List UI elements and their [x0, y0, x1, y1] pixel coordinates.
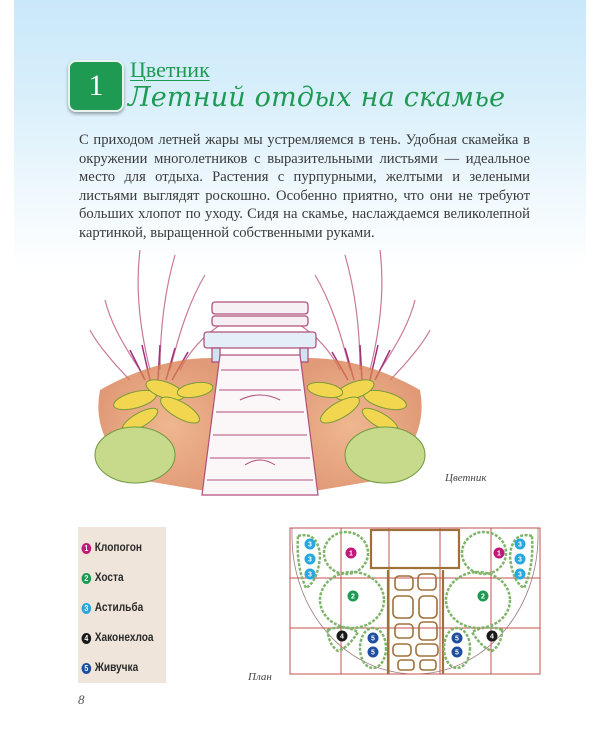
legend-label: Хаконехлоа — [94, 632, 154, 644]
illustration-caption: Цветник — [445, 472, 487, 484]
legend-item-1: 1 Клопогон — [78, 533, 155, 563]
svg-text:3: 3 — [518, 542, 522, 549]
garden-plan-diagram: 1 1 3 3 3 3 3 3 2 2 4 4 5 5 5 5 — [289, 527, 541, 675]
svg-text:3: 3 — [308, 572, 312, 579]
header-background — [14, 0, 586, 270]
page-number: 8 — [78, 692, 85, 707]
garden-bench-illustration — [89, 249, 431, 496]
marker-3-icon: 3 — [81, 602, 92, 614]
chapter-number-badge: 1 — [68, 60, 124, 112]
svg-text:5: 5 — [371, 650, 375, 657]
svg-text:1: 1 — [497, 551, 501, 558]
legend-label: Клопогон — [94, 542, 143, 554]
legend-item-2: 2 Хоста — [78, 563, 155, 593]
svg-text:5: 5 — [371, 636, 375, 643]
marker-5-icon: 5 — [81, 662, 92, 674]
page-title: Летний отдых на скамье — [128, 82, 506, 113]
legend-label: Живучка — [94, 662, 139, 674]
legend-label: Астильба — [94, 602, 144, 614]
intro-paragraph: С приходом летней жары мы устремляемся в… — [79, 132, 530, 241]
svg-text:5: 5 — [455, 636, 459, 643]
marker-4-icon: 4 — [81, 632, 92, 644]
svg-text:3: 3 — [308, 557, 312, 564]
legend-item-5: 5 Живучка — [78, 653, 155, 683]
plan-caption: План — [248, 671, 272, 683]
svg-text:4: 4 — [340, 634, 344, 641]
svg-text:2: 2 — [351, 594, 355, 601]
marker-1-icon: 1 — [81, 542, 92, 554]
legend-label: Хоста — [94, 572, 124, 584]
legend-item-4: 4 Хаконехлоа — [78, 623, 155, 653]
svg-text:3: 3 — [518, 557, 522, 564]
svg-text:3: 3 — [518, 572, 522, 579]
svg-text:2: 2 — [481, 594, 485, 601]
marker-2-icon: 2 — [81, 572, 92, 584]
legend-item-3: 3 Астильба — [78, 593, 155, 623]
svg-text:5: 5 — [455, 650, 459, 657]
plan-marker-1: 1 — [349, 551, 353, 558]
svg-text:4: 4 — [490, 634, 494, 641]
section-kicker: Цветник — [130, 57, 210, 82]
plant-legend: 1 Клопогон 2 Хоста 3 Астильба 4 Хаконехл… — [78, 527, 166, 683]
svg-text:3: 3 — [308, 542, 312, 549]
